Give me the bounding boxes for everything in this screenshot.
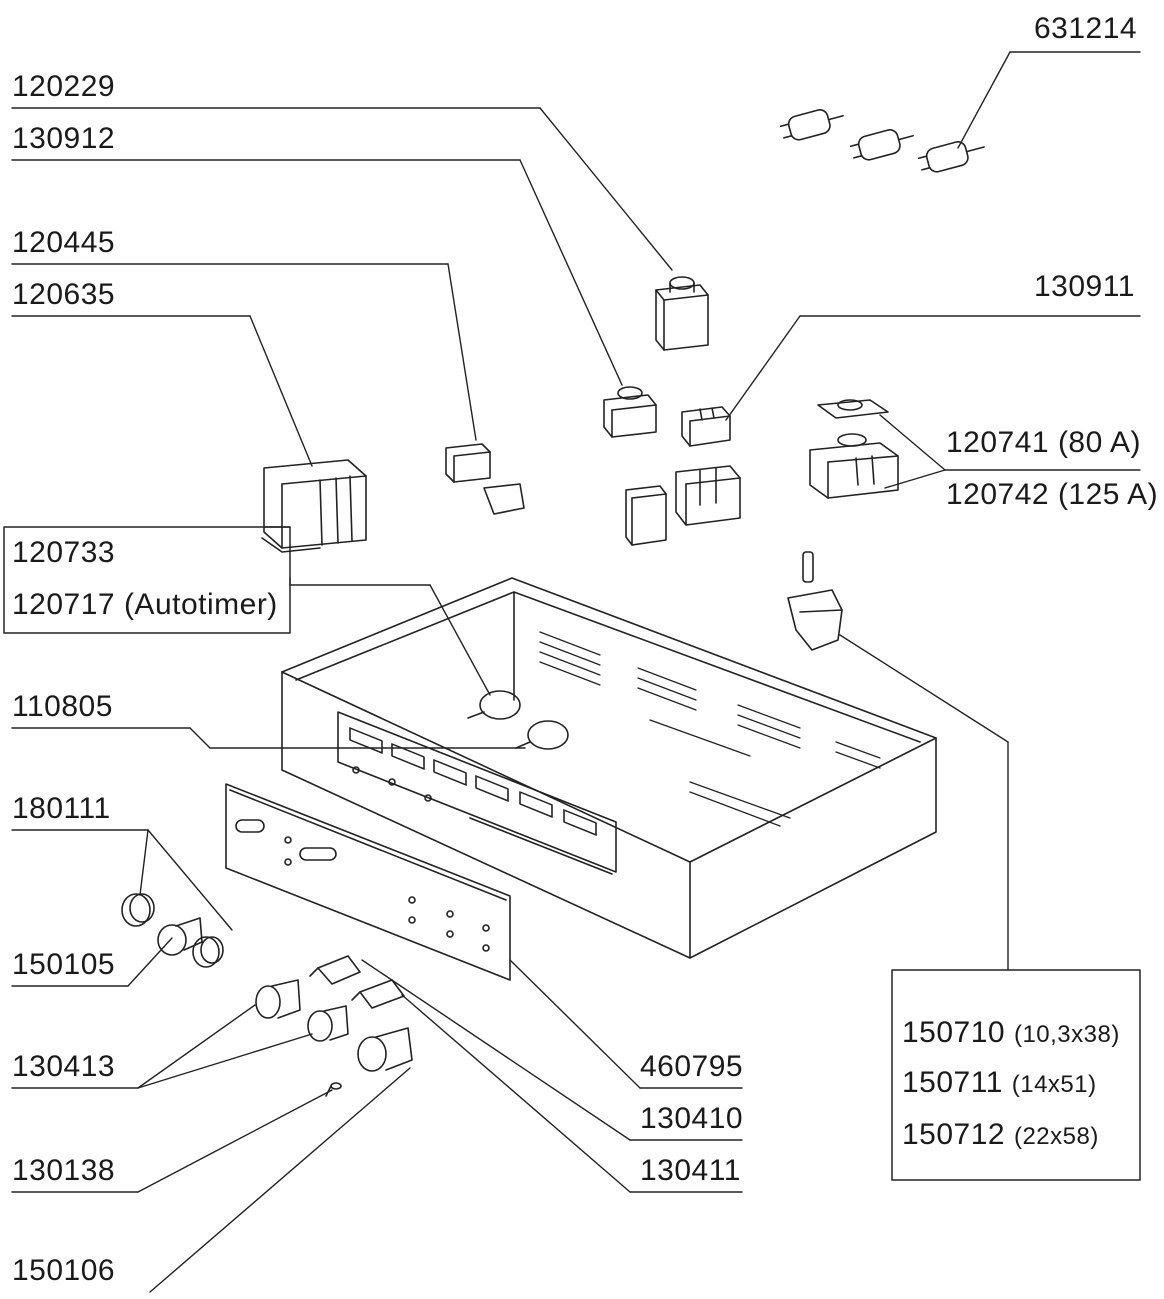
- indicator-cylinders: [779, 109, 985, 173]
- part-150106: 150106: [12, 1254, 116, 1287]
- part-130912: 130912: [12, 122, 116, 155]
- leader-lines: [11, 51, 1141, 1293]
- label-box-120733: [3, 526, 291, 634]
- front-panel-460795: [225, 783, 511, 981]
- part-631214: 631214: [1034, 12, 1138, 45]
- auxiliary-contact-130911: [681, 406, 731, 447]
- relay-120229: [655, 276, 709, 351]
- part-180111: 180111: [12, 792, 111, 825]
- part-120717: 120717 (Autotimer): [12, 588, 278, 621]
- timer-motors: [467, 690, 569, 750]
- part-130911: 130911: [1034, 270, 1135, 303]
- part-150711: 150711 (14x51): [902, 1066, 1097, 1102]
- part-150712-number: 150712: [902, 1118, 1006, 1151]
- part-150712: 150712 (22x58): [902, 1118, 1099, 1154]
- part-130138: 130138: [12, 1154, 116, 1187]
- enclosure: [281, 577, 937, 959]
- part-120635: 120635: [12, 278, 116, 311]
- part-120229: 120229: [12, 70, 116, 103]
- transformer: [261, 459, 367, 553]
- part-130413: 130413: [12, 1050, 116, 1083]
- part-150711-number: 150711: [902, 1066, 1003, 1099]
- part-130410: 130410: [640, 1102, 744, 1135]
- fuse-holder: [787, 551, 843, 651]
- part-150712-size: (22x58): [1013, 1123, 1099, 1150]
- circuit-breaker: [809, 399, 899, 499]
- label-box-fuses: [891, 969, 1141, 1181]
- part-120741: 120741 (80 A): [946, 426, 1141, 459]
- part-150710: 150710 (10,3x38): [902, 1016, 1120, 1052]
- part-150711-size: (14x51): [1011, 1071, 1097, 1098]
- auxiliary-contact-130912: [603, 386, 657, 438]
- part-150710-number: 150710: [902, 1016, 1006, 1049]
- part-120733: 120733: [12, 536, 116, 569]
- part-150710-size: (10,3x38): [1013, 1021, 1120, 1048]
- part-120445: 120445: [12, 226, 116, 259]
- part-460795: 460795: [640, 1050, 744, 1083]
- switches: [255, 955, 413, 1097]
- part-150105: 150105: [12, 948, 116, 981]
- part-110805: 110805: [12, 690, 113, 723]
- knobs: [121, 893, 224, 968]
- timer-120445: [445, 443, 525, 515]
- contactor: [625, 465, 741, 546]
- part-120742: 120742 (125 A): [946, 478, 1159, 511]
- part-130411: 130411: [640, 1154, 741, 1187]
